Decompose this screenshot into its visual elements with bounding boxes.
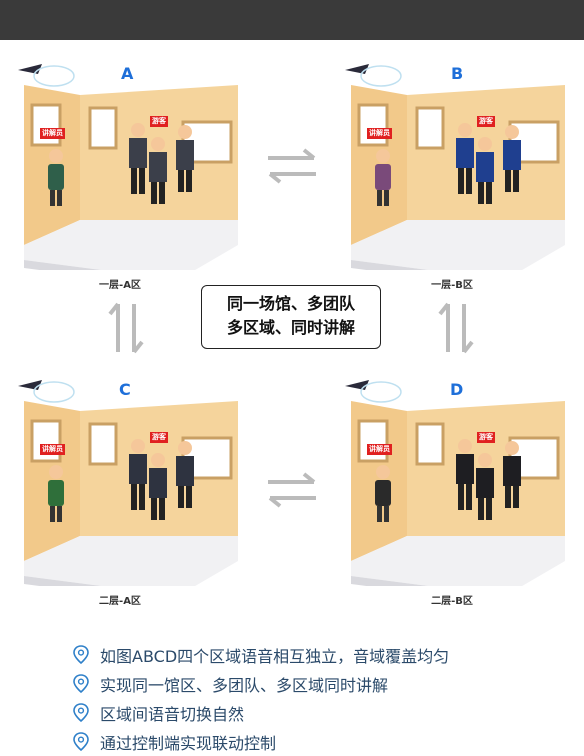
list-item: 区域间语音切换自然 xyxy=(72,698,572,727)
list-item: 通过控制端实现联动控制 xyxy=(72,727,572,756)
location-pin-icon xyxy=(73,644,89,664)
guide-figure xyxy=(375,465,391,522)
visitor-group xyxy=(129,439,194,520)
feature-text: 实现同一馆区、多团队、多区域同时讲解 xyxy=(100,675,389,695)
room-letter: C xyxy=(119,380,131,399)
floor-label-c: 二层-A区 xyxy=(99,596,141,607)
guide-tag: 讲解员 xyxy=(367,128,392,139)
room-b-illustration xyxy=(345,64,565,270)
feature-text: 如图ABCD四个区域语音相互独立，音域覆盖均匀 xyxy=(100,646,450,666)
room-d-illustration xyxy=(345,380,565,586)
guide-tag: 讲解员 xyxy=(367,444,392,455)
feature-text: 区域间语音切换自然 xyxy=(100,704,245,724)
visitor-tag: 游客 xyxy=(477,116,495,127)
visitor-tag: 游客 xyxy=(477,432,495,443)
guide-tag: 讲解员 xyxy=(40,128,65,139)
location-pin-icon xyxy=(73,731,89,751)
list-item: 如图ABCD四个区域语音相互独立，音域覆盖均匀 xyxy=(72,640,572,669)
floor-label-a: 一层-A区 xyxy=(99,280,141,291)
list-item: 实现同一馆区、多团队、多区域同时讲解 xyxy=(72,669,572,698)
guide-figure xyxy=(48,149,64,206)
center-caption-box: 同一场馆、多团队 多区域、同时讲解 xyxy=(201,285,381,349)
center-caption-line2: 多区域、同时讲解 xyxy=(226,318,355,337)
swap-vertical-icon-left xyxy=(108,302,144,354)
location-pin-icon xyxy=(73,702,89,722)
room-letter: A xyxy=(121,64,134,83)
room-a-illustration xyxy=(18,64,238,270)
visitor-group xyxy=(456,439,521,520)
room-a: A 讲解员 游客 xyxy=(18,60,258,270)
guide-tag: 讲解员 xyxy=(40,444,65,455)
floor-label-b: 一层-B区 xyxy=(431,280,473,291)
swap-horizontal-icon-bottom xyxy=(268,472,316,508)
room-letter: D xyxy=(450,380,464,399)
visitor-group xyxy=(129,123,194,204)
visitor-group xyxy=(456,123,521,204)
guide-figure xyxy=(375,149,391,206)
room-d: D 讲解员 游客 xyxy=(345,376,584,586)
room-c: C 讲解员 游客 xyxy=(18,376,258,586)
floor-label-d: 二层-B区 xyxy=(431,596,473,607)
visitor-tag: 游客 xyxy=(150,116,168,127)
center-caption-line1: 同一场馆、多团队 xyxy=(226,294,355,313)
swap-vertical-icon-right xyxy=(438,302,474,354)
room-c-illustration xyxy=(18,380,238,586)
feature-list: 如图ABCD四个区域语音相互独立，音域覆盖均匀 实现同一馆区、多团队、多区域同时… xyxy=(72,640,572,756)
room-b: B 讲解员 游客 xyxy=(345,60,584,270)
visitor-tag: 游客 xyxy=(150,432,168,443)
room-letter: B xyxy=(451,64,464,83)
swap-horizontal-icon-top xyxy=(268,148,316,184)
top-bar xyxy=(0,0,584,40)
feature-text: 通过控制端实现联动控制 xyxy=(100,733,277,753)
guide-figure xyxy=(48,465,64,522)
location-pin-icon xyxy=(73,673,89,693)
